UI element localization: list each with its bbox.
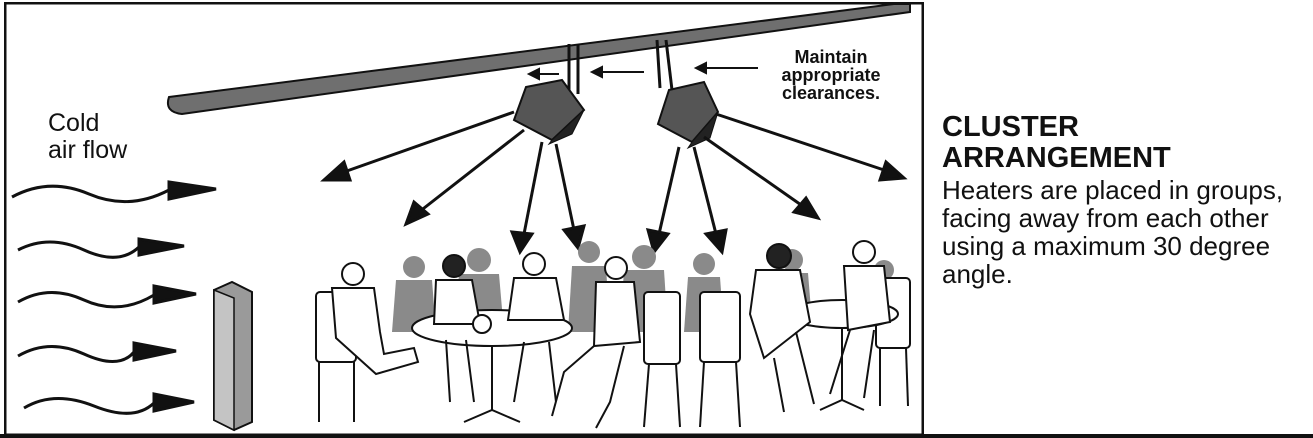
clearance-arrows — [526, 61, 758, 81]
dining-group-left — [315, 252, 681, 429]
heater-mount-right — [655, 39, 674, 91]
info-description: Heaters are placed in groups, facing awa… — [942, 175, 1284, 289]
info-title: CLUSTER ARRANGEMENT — [942, 111, 1171, 174]
air-flow-arrows — [11, 180, 217, 415]
heat-arrows — [320, 110, 908, 256]
heater-mount-left — [567, 44, 580, 94]
chair — [699, 291, 741, 363]
dining-group-right — [699, 240, 911, 428]
clearance-label: Maintain appropriate clearances. — [781, 47, 881, 103]
diagram-panel: Cold air flow Maintain appropriate clear… — [4, 2, 924, 436]
cold-air-flow-label: Cold air flow — [48, 109, 128, 164]
bottom-rule — [0, 434, 1313, 438]
info-panel: CLUSTER ARRANGEMENT Heaters are placed i… — [942, 111, 1307, 289]
heater-unit-left — [512, 78, 586, 146]
ceiling-beam — [166, 3, 911, 116]
illustration — [4, 2, 924, 436]
heater-unit-right — [656, 80, 720, 150]
chair — [643, 291, 681, 365]
wall-block — [213, 280, 253, 432]
